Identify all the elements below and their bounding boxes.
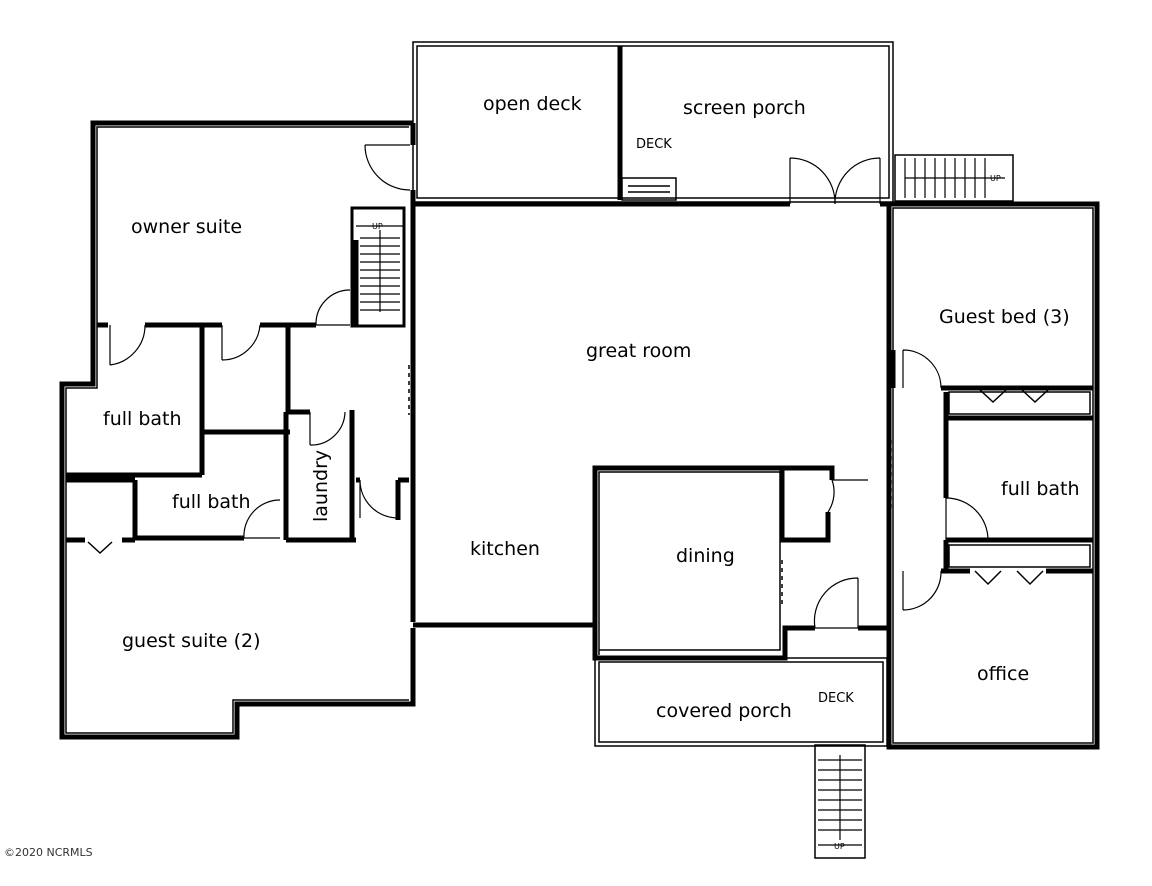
stairs-hall: UP [356,222,404,312]
room-label-full-bath-1: full bath [103,408,182,430]
copyright-watermark: ©2020 NCRMLS [4,846,93,859]
room-label-owner-suite: owner suite [131,216,242,238]
door-swings [109,144,989,629]
room-label-screen-porch: screen porch [683,97,806,119]
room-label-deck-upper: DECK [636,137,672,152]
stairs-up-label: UP [990,174,1001,183]
room-label-dining: dining [676,545,735,567]
closet-door-icon [87,541,113,555]
room-label-deck-lower: DECK [818,691,854,706]
left-interior-walls [66,206,409,543]
room-label-guest-suite: guest suite (2) [122,630,261,652]
stairs-up-label: UP [372,222,383,231]
openings [408,365,892,605]
room-label-full-bath-2: full bath [172,491,251,513]
right-interior-walls [890,350,1093,586]
room-label-open-deck: open deck [483,93,582,115]
room-label-great-room: great room [586,340,691,362]
top-porch-walls [412,41,894,203]
room-labels: open deck screen porch DECK owner suite … [103,93,1080,722]
stairs-bottom: UP [814,744,866,859]
room-label-office: office [977,663,1029,685]
room-label-guest-bed: Guest bed (3) [939,306,1070,328]
stairs-up-label: UP [834,842,845,851]
stairs-top-right: UP [894,154,1014,202]
room-label-covered-porch: covered porch [656,700,792,722]
house-walls [59,120,1100,750]
room-label-laundry: laundry [310,450,332,522]
room-label-full-bath-3: full bath [1001,478,1080,500]
room-label-kitchen: kitchen [470,538,540,560]
